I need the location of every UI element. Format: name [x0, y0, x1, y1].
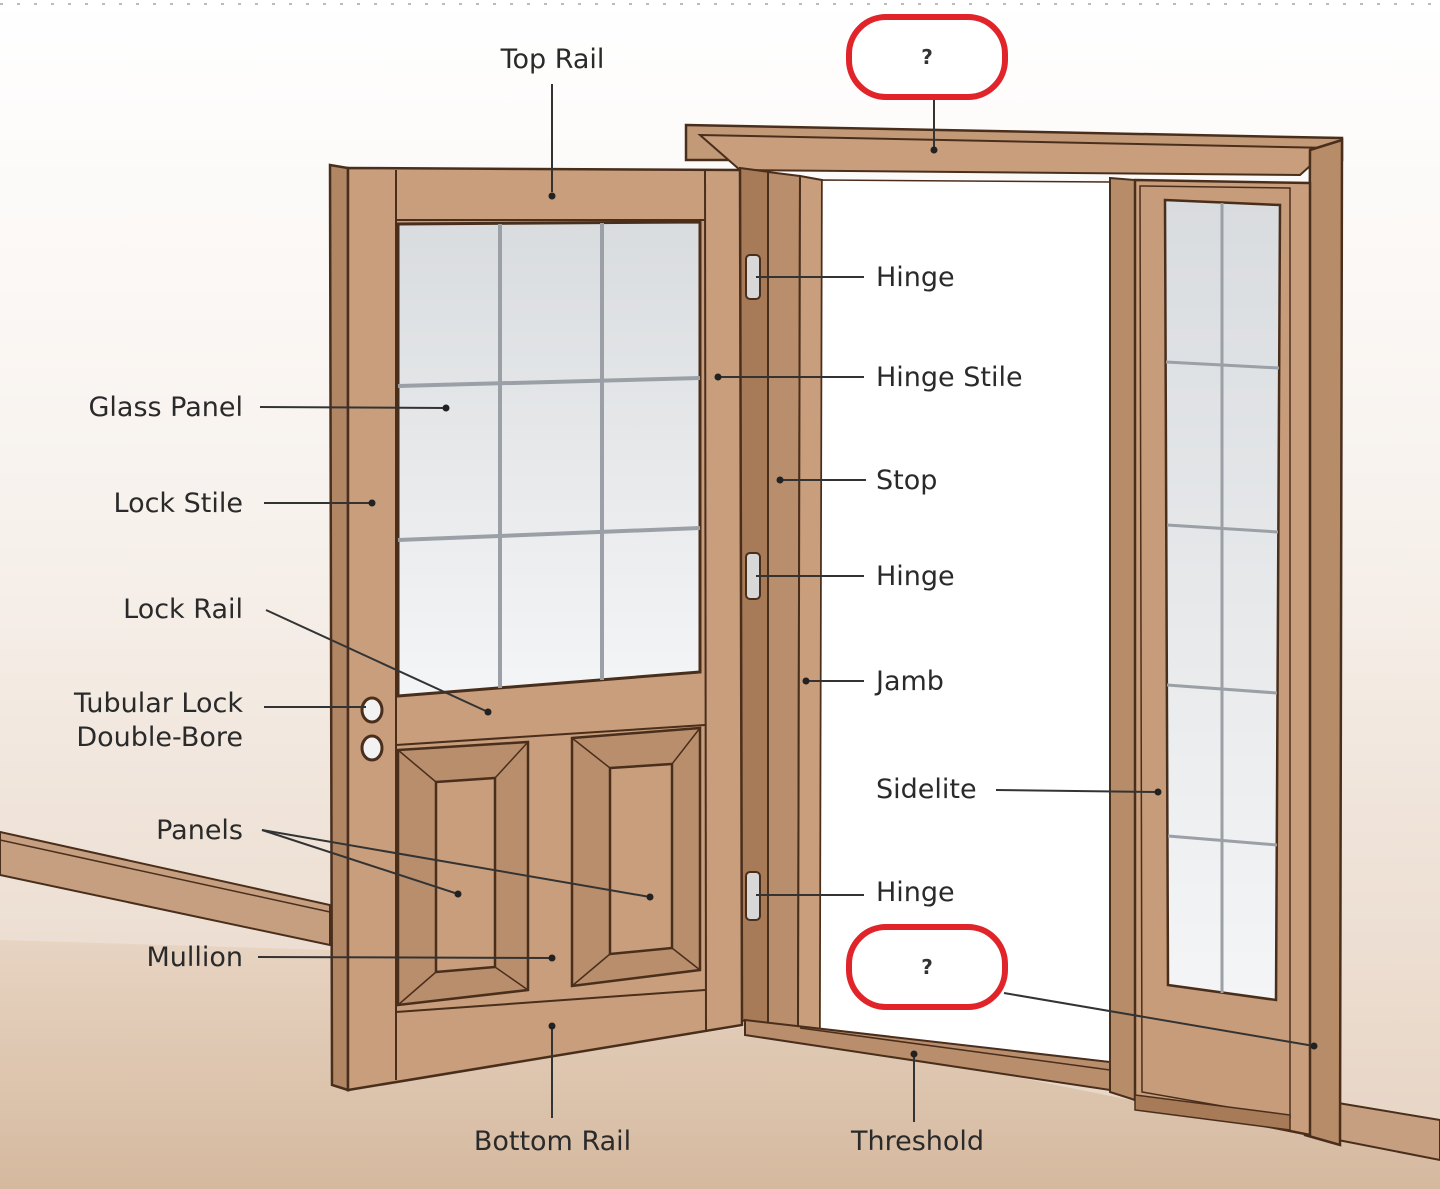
leader-dots — [368, 146, 1318, 1058]
label-stop: Stop — [876, 465, 938, 496]
label-jamb: Jamb — [876, 666, 944, 697]
stop — [767, 170, 802, 1032]
label-top-rail: Top Rail — [500, 44, 605, 75]
label-tubular-lock: Tubular Lock — [73, 688, 243, 719]
label-threshold: Threshold — [850, 1126, 985, 1157]
label-hinge-top: Hinge — [876, 262, 955, 293]
label-hinge-bottom: Hinge — [876, 877, 955, 908]
label-hinge-stile: Hinge Stile — [876, 362, 1023, 393]
label-glass-panel: Glass Panel — [88, 392, 243, 423]
label-sidelite: Sidelite — [876, 774, 977, 805]
threshold — [744, 1018, 1111, 1092]
label-hinge-middle: Hinge — [876, 561, 955, 592]
label-lock-stile: Lock Stile — [113, 488, 244, 519]
label-lock-rail: Lock Rail — [123, 594, 243, 625]
label-bottom-rail: Bottom Rail — [473, 1126, 632, 1157]
floor — [0, 940, 1440, 1189]
unknown-label-box-sill[interactable]: ? — [846, 924, 1008, 1010]
baseboard-left — [0, 830, 331, 947]
door-edge — [328, 163, 350, 1092]
label-double-bore: Double-Bore — [76, 722, 243, 753]
label-mullion: Mullion — [146, 942, 243, 973]
leader-lines — [257, 84, 1315, 1122]
lock-bores — [360, 696, 384, 762]
glass-panel — [396, 220, 702, 698]
label-panels: Panels — [156, 815, 243, 846]
jamb — [796, 174, 824, 1037]
sidelite-post — [1109, 176, 1136, 1102]
unknown-label-box-head-casing[interactable]: ? — [846, 14, 1008, 100]
